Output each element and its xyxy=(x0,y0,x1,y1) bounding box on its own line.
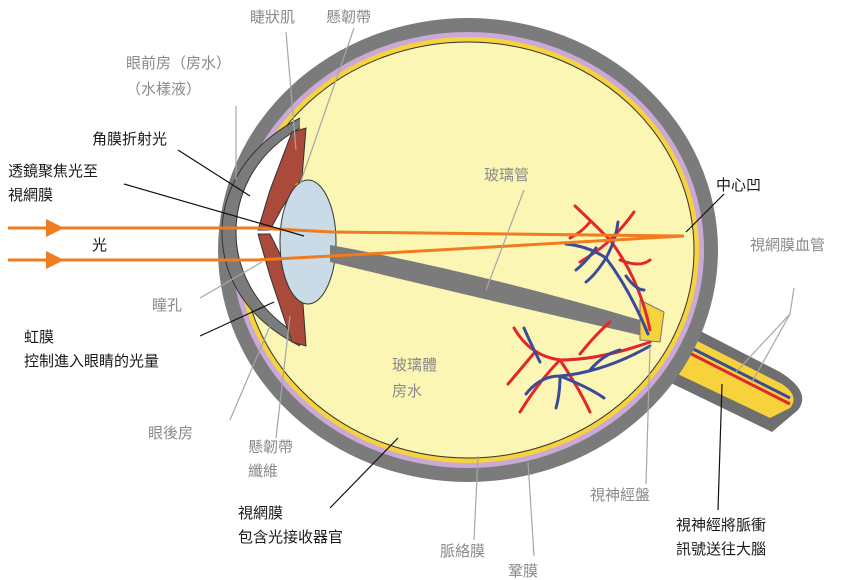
label-suspensory-ligament: 懸韌帶 xyxy=(326,8,371,26)
label-zonular-fibers: 懸韌帶 xyxy=(248,438,293,456)
label-posterior-chamber: 眼後房 xyxy=(148,424,193,442)
label-sclera: 鞏膜 xyxy=(508,562,538,580)
label-lens-2: 視網膜 xyxy=(8,186,53,204)
lens xyxy=(280,180,336,304)
label-lens: 透鏡聚焦光至 xyxy=(8,162,98,180)
label-optic-nerve: 視神經將脈衝 xyxy=(676,516,766,534)
label-vitreous-2: 房水 xyxy=(392,382,422,400)
label-fovea: 中心凹 xyxy=(716,176,761,194)
label-choroid: 脈絡膜 xyxy=(440,542,485,560)
label-anterior-chamber-2: （水樣液） xyxy=(126,80,201,98)
label-zonular-fibers-2: 纖維 xyxy=(248,462,278,480)
label-cornea: 角膜折射光 xyxy=(92,130,167,148)
label-optic-disc: 視神經盤 xyxy=(590,486,650,504)
label-retinal-vessels: 視網膜血管 xyxy=(750,236,825,254)
label-retina-2: 包含光接收器官 xyxy=(238,528,343,546)
label-retina: 視網膜 xyxy=(238,504,283,522)
label-hyaloid-canal: 玻璃管 xyxy=(484,166,529,184)
label-anterior-chamber: 眼前房（房水） xyxy=(126,54,231,72)
label-iris: 虹膜 xyxy=(24,328,54,346)
label-ciliary-muscle: 睫狀肌 xyxy=(250,8,295,26)
label-iris-2: 控制進入眼睛的光量 xyxy=(24,352,159,370)
label-light: 光 xyxy=(92,236,107,254)
label-pupil: 瞳孔 xyxy=(152,296,182,314)
label-vitreous: 玻璃體 xyxy=(392,356,437,374)
label-optic-nerve-2: 訊號送往大腦 xyxy=(676,540,766,558)
